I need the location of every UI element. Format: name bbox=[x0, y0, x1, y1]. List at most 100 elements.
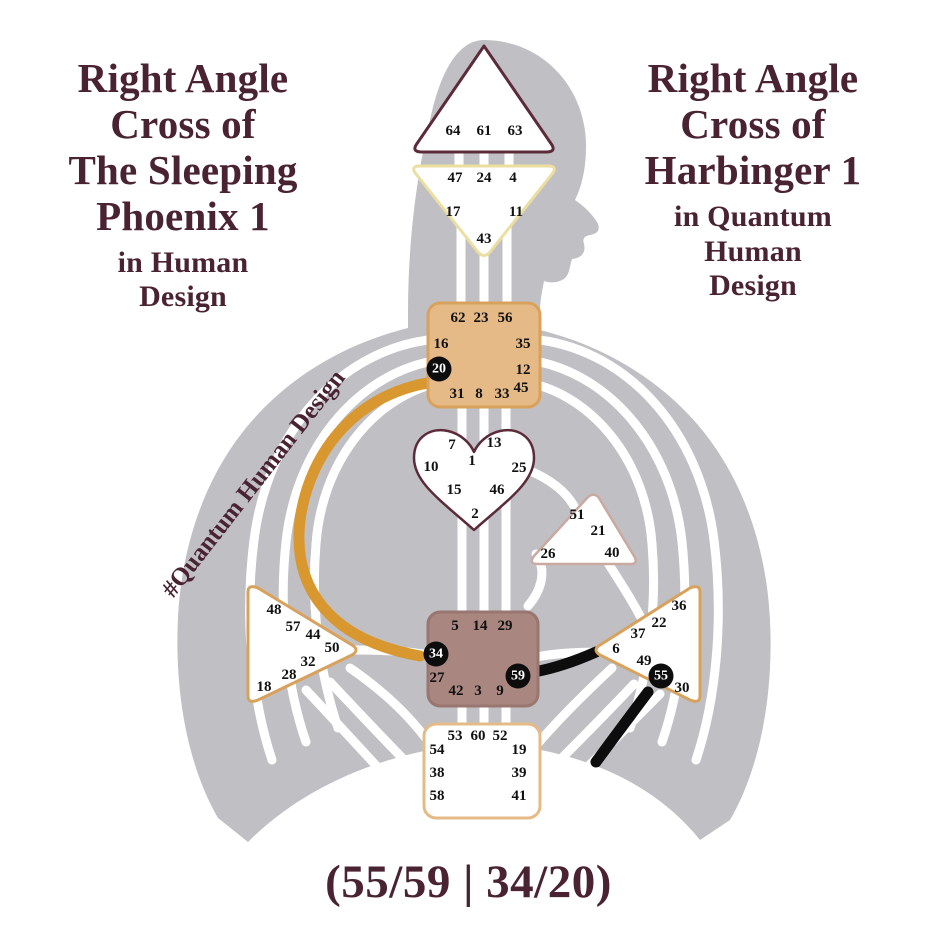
gate-48[interactable]: 48 bbox=[267, 602, 282, 618]
gate-10[interactable]: 10 bbox=[424, 459, 439, 475]
gate-label-35: 35 bbox=[516, 336, 531, 352]
gate-label-14: 14 bbox=[473, 618, 489, 634]
gate-24[interactable]: 24 bbox=[477, 170, 493, 186]
gate-45[interactable]: 45 bbox=[514, 380, 529, 396]
gate-49[interactable]: 49 bbox=[637, 653, 652, 669]
gate-20[interactable]: 20 bbox=[426, 356, 452, 382]
gate-29[interactable]: 29 bbox=[498, 618, 513, 634]
gate-2[interactable]: 2 bbox=[471, 506, 479, 522]
gate-17[interactable]: 17 bbox=[446, 204, 462, 220]
gate-27[interactable]: 27 bbox=[430, 670, 446, 686]
gate-8[interactable]: 8 bbox=[475, 386, 483, 402]
gate-52[interactable]: 52 bbox=[493, 728, 508, 744]
gate-42[interactable]: 42 bbox=[449, 683, 464, 699]
gate-61[interactable]: 61 bbox=[477, 123, 492, 139]
gate-32[interactable]: 32 bbox=[301, 654, 316, 670]
gate-39[interactable]: 39 bbox=[512, 765, 527, 781]
center-throat[interactable] bbox=[426, 301, 542, 409]
gate-15[interactable]: 15 bbox=[447, 482, 462, 498]
gate-25[interactable]: 25 bbox=[512, 460, 527, 476]
gate-33[interactable]: 33 bbox=[495, 386, 510, 402]
gate-26[interactable]: 26 bbox=[541, 546, 557, 562]
gate-16[interactable]: 16 bbox=[434, 336, 450, 352]
gate-47[interactable]: 47 bbox=[448, 170, 464, 186]
gate-label-57: 57 bbox=[286, 619, 302, 635]
gate-38[interactable]: 38 bbox=[430, 765, 445, 781]
gate-43[interactable]: 43 bbox=[477, 231, 492, 247]
gate-56[interactable]: 56 bbox=[498, 310, 514, 326]
gate-62[interactable]: 62 bbox=[451, 310, 466, 326]
gate-label-55: 55 bbox=[654, 669, 668, 684]
gate-label-19: 19 bbox=[512, 742, 527, 758]
gate-label-63: 63 bbox=[508, 123, 523, 139]
gate-55[interactable]: 55 bbox=[648, 663, 674, 689]
gate-23[interactable]: 23 bbox=[474, 310, 489, 326]
gate-label-43: 43 bbox=[477, 231, 492, 247]
gate-label-56: 56 bbox=[498, 310, 514, 326]
gate-64[interactable]: 64 bbox=[446, 123, 462, 139]
gate-63[interactable]: 63 bbox=[508, 123, 523, 139]
channel-59-55-a bbox=[528, 646, 602, 678]
gate-14[interactable]: 14 bbox=[473, 618, 489, 634]
gate-30[interactable]: 30 bbox=[675, 680, 690, 696]
gate-label-29: 29 bbox=[498, 618, 513, 634]
gate-36[interactable]: 36 bbox=[672, 598, 688, 614]
gate-label-10: 10 bbox=[424, 459, 439, 475]
gate-54[interactable]: 54 bbox=[430, 742, 446, 758]
gate-5[interactable]: 5 bbox=[451, 618, 459, 634]
gate-3[interactable]: 3 bbox=[474, 683, 482, 699]
gate-6[interactable]: 6 bbox=[612, 641, 620, 657]
gate-41[interactable]: 41 bbox=[512, 788, 527, 804]
gate-label-28: 28 bbox=[282, 667, 297, 683]
gate-9[interactable]: 9 bbox=[496, 683, 504, 699]
gate-40[interactable]: 40 bbox=[605, 545, 620, 561]
gate-highlight-34 bbox=[423, 641, 449, 667]
gate-label-20: 20 bbox=[432, 362, 446, 377]
gate-44[interactable]: 44 bbox=[306, 627, 322, 643]
gate-label-27: 27 bbox=[430, 670, 446, 686]
gate-label-11: 11 bbox=[509, 204, 523, 220]
center-g[interactable] bbox=[412, 428, 536, 532]
gate-label-64: 64 bbox=[446, 123, 462, 139]
gate-label-58: 58 bbox=[430, 788, 445, 804]
center-root[interactable] bbox=[422, 722, 542, 820]
gate-58[interactable]: 58 bbox=[430, 788, 445, 804]
gate-label-32: 32 bbox=[301, 654, 316, 670]
gate-46[interactable]: 46 bbox=[490, 482, 506, 498]
gate-37[interactable]: 37 bbox=[631, 626, 647, 642]
gate-50[interactable]: 50 bbox=[325, 640, 340, 656]
gate-60[interactable]: 60 bbox=[471, 728, 486, 744]
gate-19[interactable]: 19 bbox=[512, 742, 527, 758]
gate-18[interactable]: 18 bbox=[257, 679, 272, 695]
gate-21[interactable]: 21 bbox=[591, 523, 606, 539]
center-head[interactable] bbox=[413, 44, 555, 154]
gate-53[interactable]: 53 bbox=[448, 728, 463, 744]
gate-57[interactable]: 57 bbox=[286, 619, 302, 635]
gate-4[interactable]: 4 bbox=[509, 170, 517, 186]
gate-label-34: 34 bbox=[429, 647, 443, 662]
center-ego-heart[interactable] bbox=[530, 493, 638, 566]
gate-34[interactable]: 34 bbox=[423, 641, 449, 667]
gate-28[interactable]: 28 bbox=[282, 667, 297, 683]
gate-label-36: 36 bbox=[672, 598, 688, 614]
gate-7[interactable]: 7 bbox=[448, 437, 456, 453]
gate-31[interactable]: 31 bbox=[450, 386, 465, 402]
gate-label-50: 50 bbox=[325, 640, 340, 656]
gate-label-12: 12 bbox=[516, 362, 531, 378]
gate-35[interactable]: 35 bbox=[516, 336, 531, 352]
gate-label-42: 42 bbox=[449, 683, 464, 699]
gate-1[interactable]: 1 bbox=[468, 453, 476, 469]
center-spleen[interactable] bbox=[246, 585, 358, 703]
gate-59[interactable]: 59 bbox=[505, 663, 531, 689]
center-solar-plexus[interactable] bbox=[594, 585, 702, 703]
gate-13[interactable]: 13 bbox=[487, 435, 502, 451]
gate-label-23: 23 bbox=[474, 310, 489, 326]
gate-51[interactable]: 51 bbox=[570, 507, 585, 523]
gate-label-24: 24 bbox=[477, 170, 493, 186]
gate-label-44: 44 bbox=[306, 627, 322, 643]
center-ajna[interactable] bbox=[412, 164, 556, 257]
gate-22[interactable]: 22 bbox=[652, 615, 667, 631]
gate-12[interactable]: 12 bbox=[516, 362, 531, 378]
gate-11[interactable]: 11 bbox=[509, 204, 523, 220]
